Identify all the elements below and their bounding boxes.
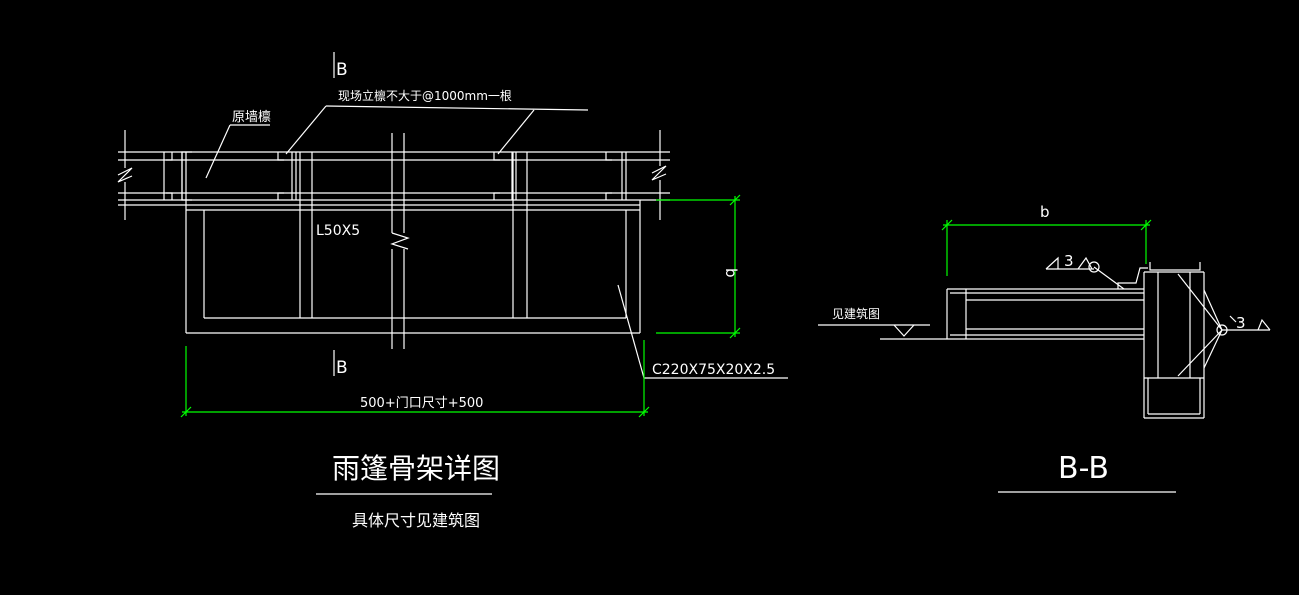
right-wall-break [625, 130, 667, 220]
channel-label: C220X75X20X2.5 [652, 362, 775, 378]
section-dimension-b [941, 219, 1152, 276]
site-purlin-section-2 [493, 152, 517, 200]
intermediate-members [299, 152, 528, 318]
section-mark-bottom-label: B [336, 358, 348, 378]
cantilever-channel [946, 288, 1144, 340]
weld-size-right-label: 3 [1236, 314, 1246, 332]
main-title: 雨篷骨架详图 [332, 452, 500, 485]
existing-purlin-section-left [166, 151, 192, 201]
level-marker [818, 324, 947, 340]
canopy-outer-frame [185, 200, 641, 334]
section-title: B-B [1058, 451, 1109, 486]
site-purlin-label: 现场立檩不大于@1000mm一根 [338, 88, 512, 103]
leader-channel [617, 284, 788, 379]
site-purlin-section-1 [277, 152, 297, 200]
wall-column-section [1143, 262, 1205, 419]
dim-width-line [180, 340, 650, 418]
main-view [117, 52, 788, 495]
main-subtitle: 具体尺寸见建筑图 [352, 511, 480, 530]
leader-existing-purlin [205, 124, 270, 179]
see-arch-label: 见建筑图 [832, 306, 880, 321]
central-break-line [390, 133, 410, 349]
section-mark-top-label: B [336, 60, 348, 80]
weld-size-top-label: 3 [1064, 252, 1074, 270]
main-view-dimensions [180, 194, 741, 418]
weld-symbol-right [1177, 273, 1271, 377]
dim-width-label: 500+门口尺寸+500 [360, 396, 483, 411]
existing-purlin-section-right [605, 152, 623, 200]
dim-depth-line [656, 194, 741, 339]
existing-purlin-label: 原墙檩 [232, 110, 271, 125]
weld-symbol-top [1045, 256, 1125, 290]
dim-depth-label: b [722, 268, 740, 278]
left-wall-break [117, 130, 165, 220]
section-dim-b-label: b [1040, 203, 1050, 221]
section-view [818, 256, 1271, 493]
angle-label: L50X5 [316, 223, 360, 239]
leader-site-purlin [285, 105, 589, 155]
wall-purlin-band [118, 151, 670, 211]
